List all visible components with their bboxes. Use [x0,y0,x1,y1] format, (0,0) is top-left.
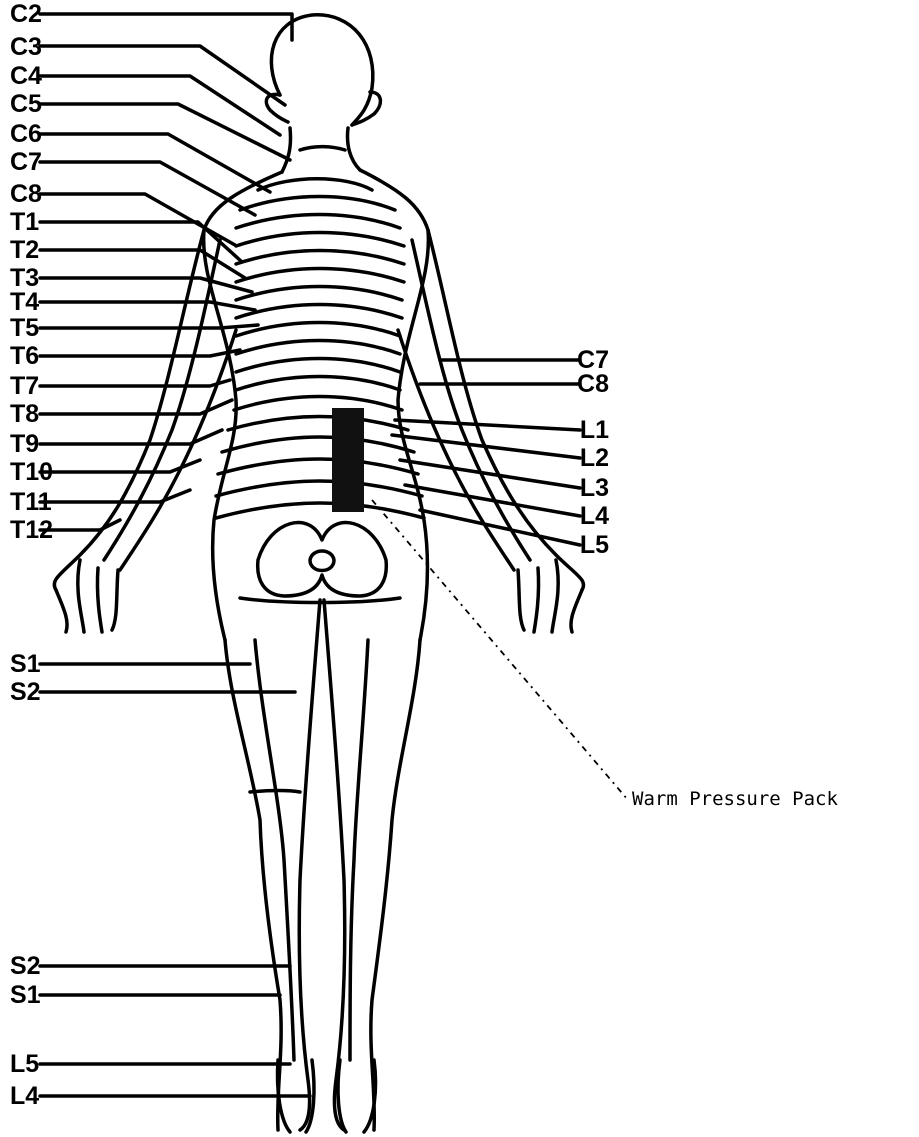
label-c3: C3 [10,33,42,61]
label-c6: C6 [10,120,42,148]
label-t11: T11 [10,488,52,516]
label-c2: C2 [10,0,42,28]
label-l5: L5 [580,531,609,559]
label-t9: T9 [10,430,39,458]
right-leg-outer [371,640,420,1130]
label-c5: C5 [10,90,42,118]
label-l1: L1 [580,416,609,444]
left-leg-inner [299,600,320,1130]
left-leg-outer [225,640,281,1130]
label-t6: T6 [10,342,39,370]
label-s2-upper: S2 [10,678,41,706]
label-s2-lower: S2 [10,952,41,980]
neck-right [348,128,361,170]
warm-pressure-pack-label: Warm Pressure Pack [632,788,838,810]
neck-left [282,128,291,172]
label-t1: T1 [10,208,39,236]
right-arm-inner [398,330,514,570]
right-arm-outer [428,230,584,590]
torso-right [360,170,428,640]
buttocks [258,523,387,596]
label-s1-lower: S1 [10,981,41,1009]
label-t5: T5 [10,314,39,342]
warm-pressure-pack [332,408,364,512]
label-s1-upper: S1 [10,650,41,678]
label-l2: L2 [580,444,609,472]
label-l4-left: L4 [10,1082,39,1110]
label-t8: T8 [10,400,39,428]
label-l4: L4 [580,502,609,530]
label-c8: C8 [10,180,42,208]
label-t7: T7 [10,372,39,400]
right-leg-mid [350,640,368,1060]
left-arm-inner [120,330,236,570]
right-leg-inner [324,600,345,1130]
label-l3: L3 [580,474,609,502]
label-t2: T2 [10,236,39,264]
head-outline [271,15,372,125]
label-c8-right: C8 [577,370,609,398]
label-c4: C4 [10,62,42,90]
right-foot [338,1060,376,1132]
left-arm-outer [54,230,204,590]
label-l5-left: L5 [10,1050,39,1078]
label-t12: T12 [10,516,53,544]
label-t10: T10 [10,458,53,486]
label-t4: T4 [10,288,39,316]
neck-inner [300,147,345,150]
label-c7: C7 [10,148,42,176]
